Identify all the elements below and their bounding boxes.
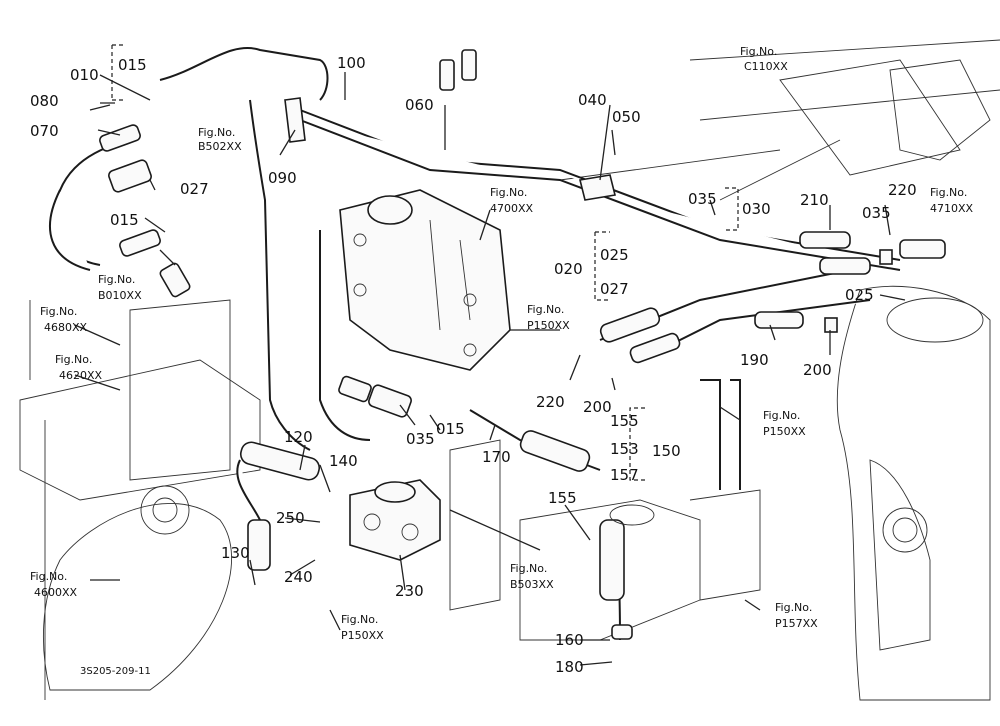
part-label: 060 <box>405 96 434 114</box>
fig-ref-b010-line1: Fig.No. <box>98 273 135 286</box>
fig-ref-4680-line2: 4680XX <box>44 321 88 334</box>
fig-ref-b503-line2: B503XX <box>510 578 554 591</box>
part-label: 180 <box>555 658 584 676</box>
part-label: 035 <box>406 430 435 448</box>
part-labels: 010 015 100 080 070 060 040 050 090 027 … <box>30 54 917 676</box>
part-label: 120 <box>284 428 313 446</box>
fig-ref-p157-line1: Fig.No. <box>775 601 812 614</box>
part-label: 155 <box>548 489 577 507</box>
fig-ref-b502-line1: Fig.No. <box>198 126 235 139</box>
part-label: 210 <box>800 191 829 209</box>
part-label: 153 <box>610 440 639 458</box>
part-label: 020 <box>554 260 583 278</box>
fig-ref-p150a-line1: Fig.No. <box>527 303 564 316</box>
solenoid-valve-230 <box>349 479 441 561</box>
part-label: 035 <box>688 190 717 208</box>
part-label: 150 <box>652 442 681 460</box>
fig-ref-p157-line2: P157XX <box>775 617 818 630</box>
part-label: 027 <box>180 180 209 198</box>
leader-lines <box>74 72 906 666</box>
fig-ref-p150b-line2: P150XX <box>763 425 806 438</box>
part-label: 200 <box>803 361 832 379</box>
grouping-brackets <box>111 44 739 481</box>
fig-ref-4680-line1: Fig.No. <box>40 305 77 318</box>
part-label: 157 <box>610 466 639 484</box>
fig-ref-4700-line2: 4700XX <box>490 202 534 215</box>
part-label: 220 <box>536 393 565 411</box>
part-label: 027 <box>600 280 629 298</box>
part-label: 035 <box>862 204 891 222</box>
fig-ref-4600-line1: Fig.No. <box>30 570 67 583</box>
fig-ref-4620-line1: Fig.No. <box>55 353 92 366</box>
fig-ref-b502-line2: B502XX <box>198 140 242 153</box>
brackets <box>284 97 655 526</box>
part-label: 015 <box>110 211 139 229</box>
fig-ref-p150b-line1: Fig.No. <box>763 409 800 422</box>
part-label: 050 <box>612 108 641 126</box>
part-label: 230 <box>395 582 424 600</box>
connectors-right <box>599 231 946 364</box>
part-label: 200 <box>583 398 612 416</box>
fig-ref-4710-line1: Fig.No. <box>930 186 967 199</box>
valve-block-4700 <box>339 189 511 371</box>
drawing-code: 3S205-209-11 <box>80 666 151 677</box>
part-label: 155 <box>610 412 639 430</box>
fig-ref-p150a-line2: P150XX <box>527 319 570 332</box>
part-label: 250 <box>276 509 305 527</box>
connectors-left <box>99 49 633 640</box>
part-label: 130 <box>221 544 250 562</box>
fig-ref-b010-line2: B010XX <box>98 289 142 302</box>
part-label: 190 <box>740 351 769 369</box>
fig-ref-p150c-line1: Fig.No. <box>341 613 378 626</box>
part-label: 015 <box>436 420 465 438</box>
fig-ref-labels: Fig.No. B502XX Fig.No. C110XX Fig.No. 47… <box>30 45 974 642</box>
part-label: 015 <box>118 56 147 74</box>
fig-ref-p150c-line2: P150XX <box>341 629 384 642</box>
part-label: 025 <box>600 246 629 264</box>
part-label: 010 <box>70 66 99 84</box>
part-label: 025 <box>845 286 874 304</box>
part-label: 080 <box>30 92 59 110</box>
chassis-outline <box>19 39 1000 701</box>
part-label: 160 <box>555 631 584 649</box>
part-label: 240 <box>284 568 313 586</box>
part-label: 090 <box>268 169 297 187</box>
fig-ref-4620-line2: 4620XX <box>59 369 103 382</box>
fig-ref-4710-line2: 4710XX <box>930 202 974 215</box>
part-label: 070 <box>30 122 59 140</box>
fig-ref-c110-line2: C110XX <box>744 60 788 73</box>
fig-ref-4600-line2: 4600XX <box>34 586 78 599</box>
fig-ref-4700-line1: Fig.No. <box>490 186 527 199</box>
part-label: 100 <box>337 54 366 72</box>
fig-ref-c110-line1: Fig.No. <box>740 45 777 58</box>
part-label: 140 <box>329 452 358 470</box>
part-label: 030 <box>742 200 771 218</box>
part-label: 170 <box>482 448 511 466</box>
part-label: 220 <box>888 181 917 199</box>
fig-ref-b503-line1: Fig.No. <box>510 562 547 575</box>
part-label: 040 <box>578 91 607 109</box>
